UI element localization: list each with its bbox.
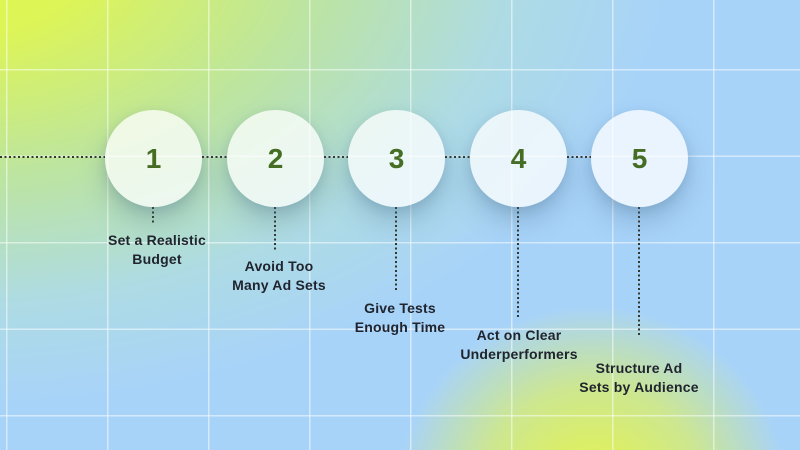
step-number: 1	[145, 142, 162, 174]
step-connector-line	[517, 207, 519, 319]
step-label-line: Underperformers	[460, 345, 578, 362]
step-connector-line	[152, 207, 154, 224]
step-label-line: Act on Clear	[476, 327, 562, 343]
step-circle: 5	[591, 110, 688, 207]
step-circle: 1	[105, 110, 202, 207]
step-number: 5	[631, 142, 648, 174]
step-label-line: Enough Time	[354, 318, 446, 335]
timeline-dotted-segment	[324, 156, 348, 158]
step-label: Give Tests Enough Time	[315, 299, 485, 336]
step-label-line: Give Tests	[364, 300, 436, 316]
step-circle: 3	[348, 110, 445, 207]
step-label: Avoid Too Many Ad Sets	[194, 257, 364, 294]
step-label-line: Avoid Too	[244, 258, 314, 274]
step-label: Act on Clear Underperformers	[434, 326, 604, 363]
step-connector-line	[638, 207, 640, 337]
timeline-dotted-segment	[445, 156, 470, 158]
timeline-dotted-segment	[0, 156, 105, 158]
timeline-dotted-segment	[567, 156, 591, 158]
step-connector-line	[395, 207, 397, 292]
step-label: Structure Ad Sets by Audience	[554, 359, 724, 396]
step-label: Set a Realistic Budget	[72, 231, 242, 268]
step-label-line: Structure Ad	[595, 360, 683, 376]
step-circle: 2	[227, 110, 324, 207]
step-label-line: Sets by Audience	[579, 378, 699, 395]
step-label-line: Set a Realistic	[108, 232, 206, 248]
step-number: 2	[267, 142, 284, 174]
step-connector-line	[274, 207, 276, 252]
step-label-line: Many Ad Sets	[232, 276, 326, 293]
step-number: 3	[388, 142, 405, 174]
step-number: 4	[510, 142, 527, 174]
timeline-dotted-segment	[202, 156, 227, 158]
step-label-line: Budget	[132, 250, 182, 267]
step-circle: 4	[470, 110, 567, 207]
